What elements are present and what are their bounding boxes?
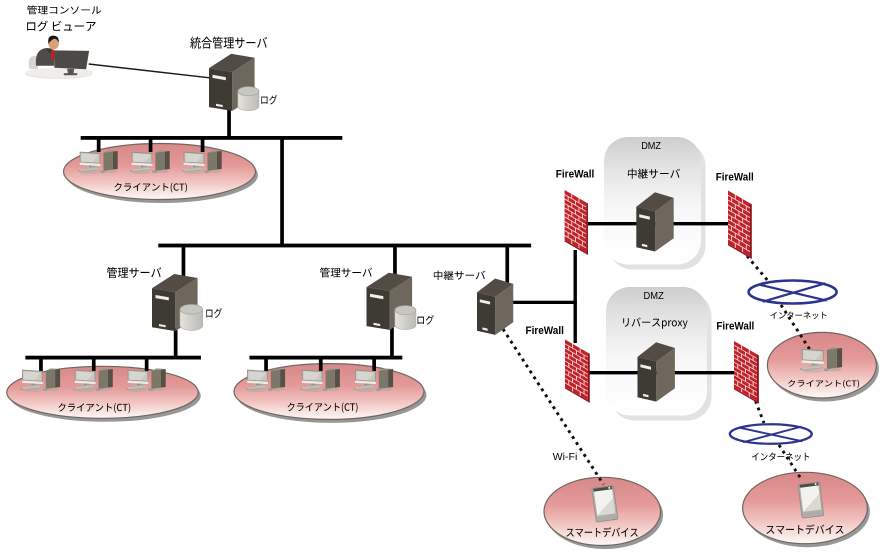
svg-text:FireWall: FireWall (556, 168, 595, 180)
svg-text:Wi-Fi: Wi-Fi (553, 452, 578, 463)
svg-text:FireWall: FireWall (716, 320, 754, 332)
svg-text:DMZ: DMZ (641, 140, 661, 152)
svg-text:DMZ: DMZ (644, 290, 665, 302)
svg-text:FireWall: FireWall (716, 171, 754, 183)
svg-text:FireWall: FireWall (526, 325, 564, 337)
